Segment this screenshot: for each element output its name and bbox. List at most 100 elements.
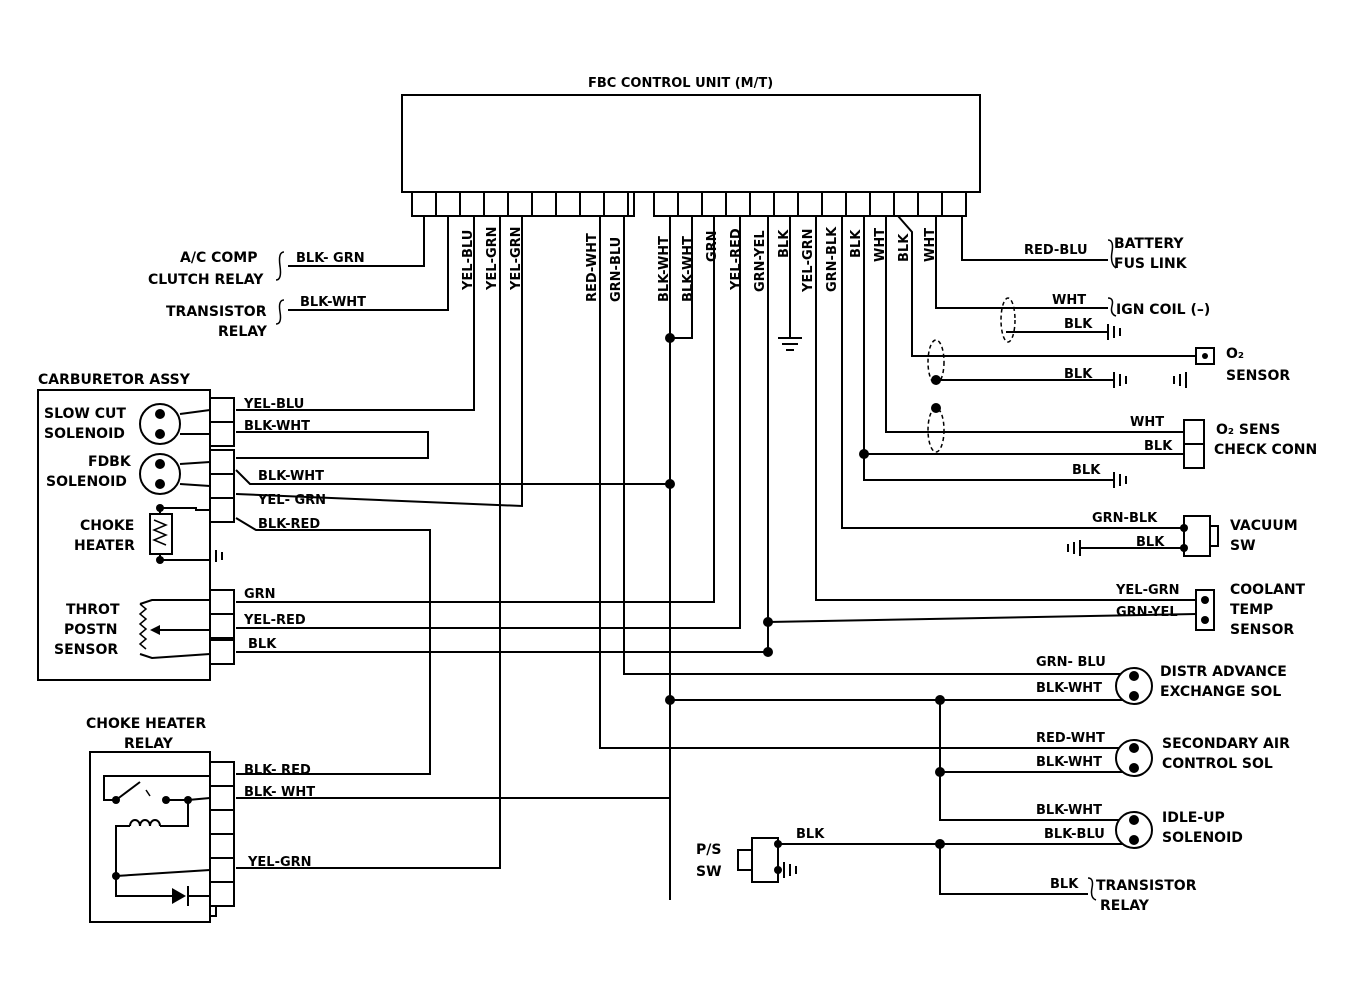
transistor-label-2: RELAY (218, 324, 268, 340)
solenoid-icon (139, 453, 211, 495)
wire-label: YEL- GRN (257, 493, 326, 508)
slow-cut-label-2: SOLENOID (44, 426, 125, 442)
heater-icon (149, 504, 210, 564)
o2-check-label-2: CHECK CONN (1214, 442, 1317, 458)
relay-switch-icon (103, 775, 211, 804)
wire-label: WHT (1052, 293, 1086, 308)
connector-pins-right (653, 191, 967, 217)
secondary-label: SECONDARY AIR (1162, 736, 1290, 752)
wire-label: YEL-RED (243, 613, 306, 628)
ground-icon (1113, 472, 1127, 488)
ground-icon (1067, 540, 1081, 556)
idle-up-label-2: SOLENOID (1162, 830, 1243, 846)
distr-label: DISTR ADVANCE (1160, 664, 1287, 680)
ground-icon (778, 337, 802, 351)
pin-label: GRN-YEL (753, 230, 768, 292)
throt-label: THROT (66, 602, 120, 618)
fdbk-label-2: SOLENOID (46, 474, 127, 490)
wire-label: BLK-WHT (300, 295, 366, 310)
ground-icon (1107, 324, 1121, 340)
pin-label: BLK (849, 229, 864, 258)
vacuum-label: VACUUM (1230, 518, 1298, 534)
pin-label: BLK (777, 229, 792, 258)
wire-label: YEL-GRN (247, 855, 312, 870)
wire-label: BLK (1064, 317, 1093, 332)
idle-up-solenoid: BLK-WHT BLK-BLU IDLE-UP SOLENOID (1036, 803, 1243, 849)
choke-heater-relay: CHOKE HEATER RELAY (86, 716, 315, 923)
wire-label: BLK-BLU (1044, 827, 1105, 842)
ign-coil: WHT BLK IGN COIL (–) (1052, 293, 1210, 332)
pin-label: YEL-BLU (461, 230, 476, 291)
choke-label: CHOKE (80, 518, 134, 534)
wire-label: YEL-GRN (1115, 583, 1180, 598)
pin-label: WHT (873, 228, 888, 262)
carburetor-assy: CARBURETOR ASSY SLOW CUT SOLENOID FDBK S… (37, 372, 326, 681)
transistor-label: TRANSISTOR (166, 304, 267, 320)
transistor-relay: TRANSISTOR RELAY BLK-WHT (166, 295, 366, 340)
coolant-label-2: TEMP (1230, 602, 1273, 618)
pin-label: YEL-GRN (509, 226, 524, 291)
pin-label: GRN (705, 230, 720, 262)
battery-fus-link: RED-BLU BATTERY FUS LINK (1024, 236, 1188, 272)
vacuum-sw: GRN-BLK BLK VACUUM SW (1092, 511, 1298, 557)
carb-connector (209, 397, 235, 665)
wire-label: GRN-BLK (1092, 511, 1158, 526)
junction-dots (184, 333, 945, 849)
distr-advance-sol: GRN- BLU BLK-WHT DISTR ADVANCE EXCHANGE … (1036, 655, 1287, 705)
wire-label: BLK-WHT (1036, 681, 1102, 696)
pin-label: WHT (923, 228, 938, 262)
pin-label: YEL-GRN (485, 226, 500, 291)
wire-label: BLK-WHT (1036, 803, 1102, 818)
battery-label: BATTERY (1114, 236, 1184, 252)
ps-sw-label: P/S (696, 842, 721, 858)
battery-label-2: FUS LINK (1114, 256, 1188, 272)
ground-icon (209, 548, 223, 564)
wire-label: BLK (1136, 535, 1165, 550)
vacuum-label-2: SW (1230, 538, 1256, 554)
pin-label: YEL-RED (729, 228, 744, 291)
wire-label: BLK-WHT (1036, 755, 1102, 770)
wire-label: WHT (1130, 415, 1164, 430)
wire-label: BLK-WHT (244, 419, 310, 434)
wire-label: BLK-RED (258, 517, 320, 532)
control-unit: FBC CONTROL UNIT (M/T) (401, 76, 981, 217)
pin-label: BLK-WHT (681, 236, 696, 302)
wire-label: GRN (244, 587, 276, 602)
tps-icon (138, 599, 211, 660)
wire-label: RED-BLU (1024, 243, 1088, 258)
distr-label-2: EXCHANGE SOL (1160, 684, 1281, 700)
choke-label-2: HEATER (74, 538, 135, 554)
transistor2-label-2: RELAY (1100, 898, 1150, 914)
ground-icon (783, 862, 797, 878)
choke-relay-title: CHOKE HEATER (86, 716, 206, 732)
coolant-temp-sensor: YEL-GRN GRN-YEL COOLANT TEMP SENSOR (1115, 582, 1306, 638)
ac-comp-label-2: CLUTCH RELAY (148, 272, 264, 288)
carburetor-title: CARBURETOR ASSY (38, 372, 191, 388)
wire-label: BLK (796, 827, 825, 842)
shield-ovals (927, 297, 1016, 453)
ign-coil-label: IGN COIL (–) (1116, 302, 1210, 318)
connector-pins-left (411, 191, 635, 217)
pin-label: RED-WHT (585, 233, 600, 302)
transistor2-label: TRANSISTOR (1096, 878, 1197, 894)
wire-label: BLK- GRN (296, 251, 365, 266)
secondary-air-sol: RED-WHT BLK-WHT SECONDARY AIR CONTROL SO… (1036, 731, 1290, 777)
throt-label-2: POSTN (64, 622, 118, 638)
pin-label: BLK-WHT (657, 236, 672, 302)
wire-label: GRN-YEL (1116, 605, 1178, 620)
wire-label: GRN- BLU (1036, 655, 1106, 670)
wire-label: BLK (248, 637, 277, 652)
o2-sensor-label: O₂ (1226, 346, 1244, 362)
slow-cut-label: SLOW CUT (44, 406, 126, 422)
idle-up-label: IDLE-UP (1162, 810, 1225, 826)
coolant-label: COOLANT (1230, 582, 1306, 598)
wire-label: BLK (1144, 439, 1173, 454)
o2-sensor-label-2: SENSOR (1226, 368, 1290, 384)
solenoid-icon (139, 403, 211, 445)
ac-comp-label: A/C COMP (180, 250, 257, 266)
wire-label: BLK (1050, 877, 1079, 892)
diode-icon (112, 869, 211, 906)
relay-connector (209, 761, 235, 917)
wire-label: BLK- RED (244, 763, 311, 778)
